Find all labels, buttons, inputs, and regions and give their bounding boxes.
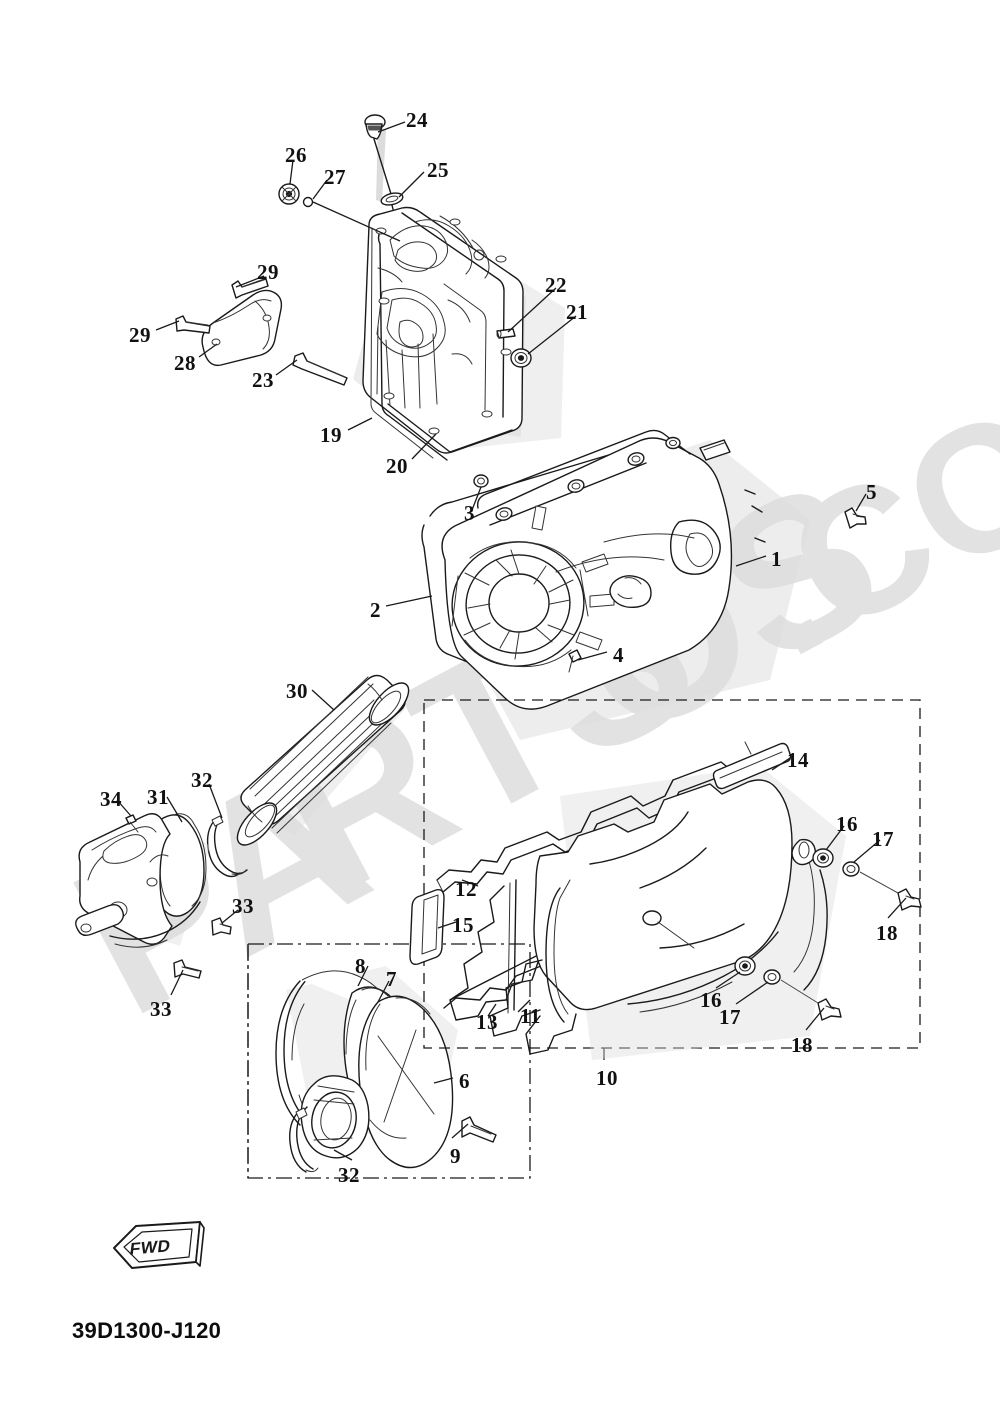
callout-2: 2 (370, 598, 381, 622)
callout-14: 14 (787, 748, 809, 772)
part-23-bolt (292, 352, 348, 386)
part-28-cover-group (175, 278, 283, 367)
part-26-plug (278, 183, 300, 205)
cvt-cover-assembly (421, 429, 867, 740)
callout-4: 4 (613, 643, 624, 667)
fwd-label: FWD (128, 1236, 172, 1259)
callout-8: 8 (355, 954, 366, 978)
callout-leader-lines (116, 121, 907, 1161)
callout-7: 7 (386, 967, 397, 991)
callout-24: 24 (406, 108, 428, 132)
callout-18: 18 (876, 921, 898, 945)
air-inlet-assembly (75, 813, 232, 979)
callout-29-lower: 29 (129, 323, 151, 347)
callout-15: 15 (452, 913, 474, 937)
callout-34: 34 (100, 787, 122, 811)
callout-29: 29 (257, 260, 279, 284)
callout-9: 9 (450, 1144, 461, 1168)
callout-30: 30 (286, 679, 308, 703)
fastener-set-upper (812, 848, 922, 911)
callout-5: 5 (866, 480, 877, 504)
part-22-dowel (496, 328, 516, 339)
part-4-plug (609, 575, 652, 609)
part-27-oring (302, 196, 314, 208)
fwd-orientation-marker: FWD (104, 1218, 214, 1280)
callout-20: 20 (386, 454, 408, 478)
callout-33: 33 (232, 894, 254, 918)
part-3-bolt (473, 474, 489, 488)
callout-32: 32 (191, 768, 213, 792)
callout-17: 17 (872, 827, 894, 851)
callout-16-lower: 16 (700, 988, 722, 1012)
cvt-fan-opening (451, 505, 615, 668)
callout-16: 16 (836, 812, 858, 836)
part-29-bolt-upper (231, 278, 269, 299)
callout-26: 26 (285, 143, 307, 167)
part-29-bolt-lower (175, 315, 211, 334)
callout-31: 31 (147, 785, 169, 809)
fastener-set-lower (734, 956, 842, 1021)
callout-23: 23 (252, 368, 274, 392)
part-21-seal (510, 348, 532, 368)
callout-3: 3 (464, 501, 475, 525)
callout-17-lower: 17 (719, 1005, 741, 1029)
callout-11: 11 (520, 1004, 541, 1028)
callout-12: 12 (455, 877, 477, 901)
callout-33-lower: 33 (150, 997, 172, 1021)
part-32-clamp-upper (206, 815, 248, 878)
part-4-bolt (568, 649, 582, 673)
callout-19: 19 (320, 423, 342, 447)
diagram-part-number: 39D1300-J120 (72, 1318, 222, 1343)
callout-22: 22 (545, 273, 567, 297)
callout-28: 28 (174, 351, 196, 375)
callout-13: 13 (476, 1010, 498, 1034)
callout-6: 6 (459, 1069, 470, 1093)
part-5-bolt (844, 507, 867, 529)
crankcase-cover-assembly (278, 183, 565, 461)
oil-dipstick-group (364, 114, 404, 223)
callout-10: 10 (596, 1066, 618, 1090)
air-duct-hose-30 (236, 674, 410, 846)
air-cleaner-case-group (275, 966, 497, 1173)
callout-25: 25 (427, 158, 449, 182)
part-9-bolt (461, 1116, 497, 1143)
callout-27: 27 (324, 165, 346, 189)
callout-32-lower: 32 (338, 1163, 360, 1187)
part-32-clamp-lower (289, 1106, 319, 1173)
part-33-bolt-upper (211, 917, 232, 936)
callout-18-lower: 18 (791, 1033, 813, 1057)
side-cover-assembly (409, 741, 922, 1060)
callout-1: 1 (771, 547, 782, 571)
callout-21: 21 (566, 300, 588, 324)
